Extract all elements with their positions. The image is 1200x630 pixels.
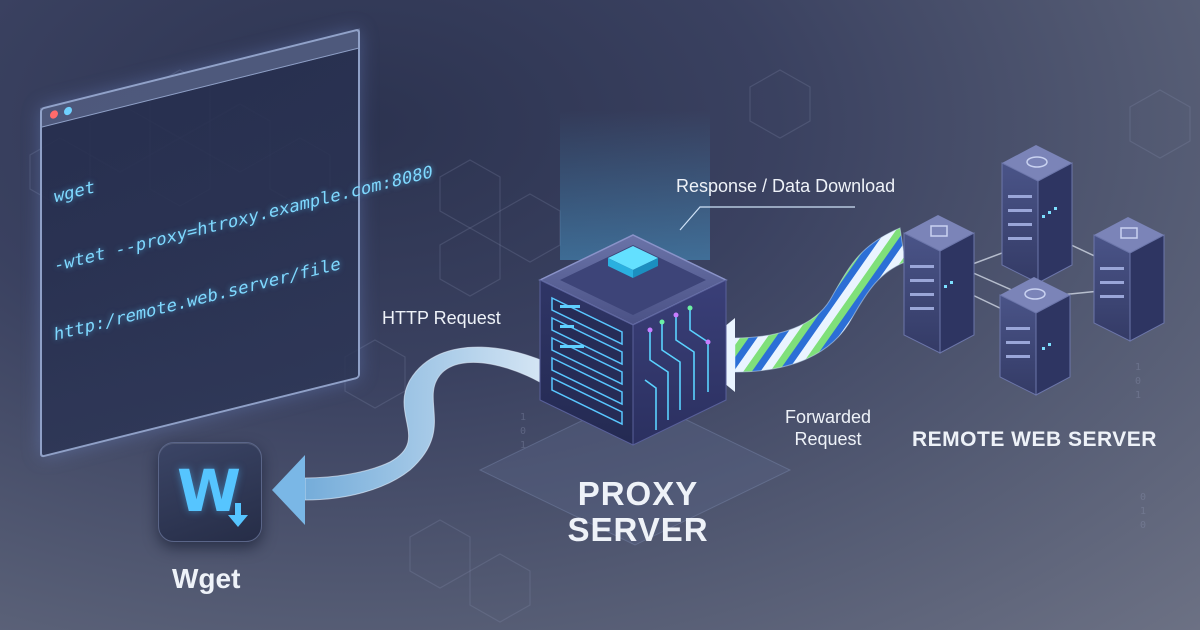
response-label: Response / Data Download bbox=[676, 176, 896, 196]
window-minimize-dot[interactable] bbox=[64, 106, 72, 117]
http-request-label: HTTP Request bbox=[382, 308, 501, 328]
forwarded-label-line: Forwarded bbox=[785, 407, 872, 427]
svg-text:0: 0 bbox=[1135, 376, 1141, 387]
proxy-floor-plate bbox=[478, 394, 792, 546]
proxy-server-cube bbox=[538, 234, 728, 446]
svg-text:1: 1 bbox=[1135, 362, 1141, 373]
forwarded-request-label: Forwarded Request bbox=[785, 406, 871, 450]
wget-label: Wget bbox=[172, 563, 241, 594]
svg-text:0: 0 bbox=[1140, 492, 1146, 503]
svg-text:1: 1 bbox=[520, 412, 526, 423]
svg-text:1: 1 bbox=[1140, 506, 1146, 517]
proxy-server-title: PROXY SERVER bbox=[548, 476, 728, 548]
remote-server-label: REMOTE WEB SERVER bbox=[912, 428, 1157, 451]
svg-text:1: 1 bbox=[1135, 390, 1141, 401]
forwarded-label-line: Request bbox=[794, 429, 862, 449]
server-rack-icon bbox=[903, 145, 1165, 396]
svg-text:1: 1 bbox=[520, 440, 526, 451]
svg-text:0: 0 bbox=[520, 426, 526, 437]
proxy-title-line: PROXY bbox=[577, 475, 699, 512]
proxy-title-line: SERVER bbox=[567, 511, 709, 548]
proxy-light-beam bbox=[560, 110, 710, 260]
binary-decoration: 1 0 1 1 0 1 0 1 0 bbox=[520, 362, 1146, 531]
wget-app-icon: W bbox=[158, 442, 262, 542]
wget-glyph: W bbox=[177, 457, 241, 525]
remote-server-cluster bbox=[903, 145, 1165, 396]
svg-text:0: 0 bbox=[1140, 520, 1146, 531]
download-arrow-icon bbox=[228, 503, 248, 527]
window-close-dot[interactable] bbox=[50, 109, 58, 120]
response-connector-line bbox=[679, 206, 855, 231]
